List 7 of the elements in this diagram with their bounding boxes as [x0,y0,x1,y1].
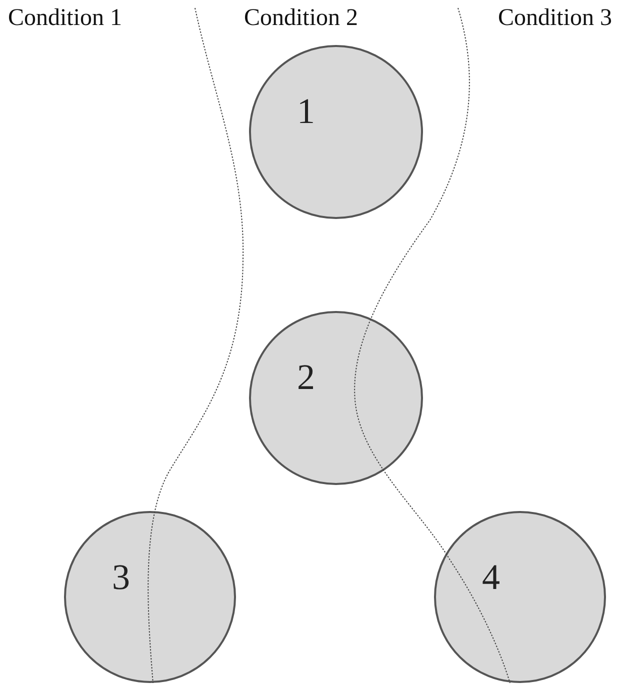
condition-label: Condition 3 [498,6,612,30]
condition-label: Condition 1 [8,6,122,30]
node-number: 3 [112,559,130,595]
node-number: 2 [297,359,315,395]
node-number: 4 [482,559,500,595]
condition-label: Condition 2 [244,6,358,30]
node-number: 1 [297,93,315,129]
